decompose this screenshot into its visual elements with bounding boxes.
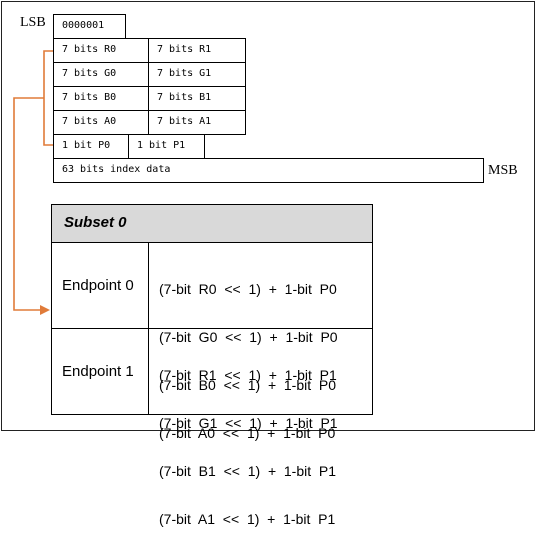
endpoint-arrow	[13, 50, 53, 315]
msb-label: MSB	[488, 163, 518, 178]
pbit-p1-cell: 1 bit P1	[128, 134, 205, 159]
subset-title: Subset 0	[64, 214, 127, 231]
endpoint-1-label: Endpoint 1	[52, 329, 149, 414]
mode-bits-cell: 0000001	[53, 14, 126, 39]
subset-header: Subset 0	[52, 205, 372, 243]
bits-g0-cell: 7 bits G0	[53, 62, 149, 87]
endpoint-0-row: Endpoint 0 (7-bit R0 << 1) + 1-bit P0 (7…	[52, 243, 372, 441]
endpoint-0-line-b: (7-bit B0 << 1) + 1-bit P0	[159, 377, 337, 393]
endpoint-0-label: Endpoint 0	[52, 243, 149, 328]
lsb-label: LSB	[20, 15, 46, 30]
bits-a0-cell: 7 bits A0	[53, 110, 149, 135]
endpoint-1-row: Endpoint 1 (7-bit R1 << 1) + 1-bit P1 (7…	[52, 329, 372, 527]
index-data-cell: 63 bits index data	[53, 158, 484, 183]
endpoint-1-line-a: (7-bit A1 << 1) + 1-bit P1	[159, 511, 336, 527]
bits-a1-cell: 7 bits A1	[148, 110, 246, 135]
endpoint-1-line-g: (7-bit G1 << 1) + 1-bit P1	[159, 415, 338, 431]
bits-r1-cell: 7 bits R1	[148, 38, 246, 63]
endpoint-0-line-r: (7-bit R0 << 1) + 1-bit P0	[159, 281, 337, 297]
subset-table: Subset 0 Endpoint 0 (7-bit R0 << 1) + 1-…	[51, 204, 373, 527]
endpoint-1-line-b: (7-bit B1 << 1) + 1-bit P1	[159, 463, 337, 479]
bits-b1-cell: 7 bits B1	[148, 86, 246, 111]
endpoint-1-line-r: (7-bit R1 << 1) + 1-bit P1	[159, 367, 337, 383]
endpoint-0-line-g: (7-bit G0 << 1) + 1-bit P0	[159, 329, 338, 345]
